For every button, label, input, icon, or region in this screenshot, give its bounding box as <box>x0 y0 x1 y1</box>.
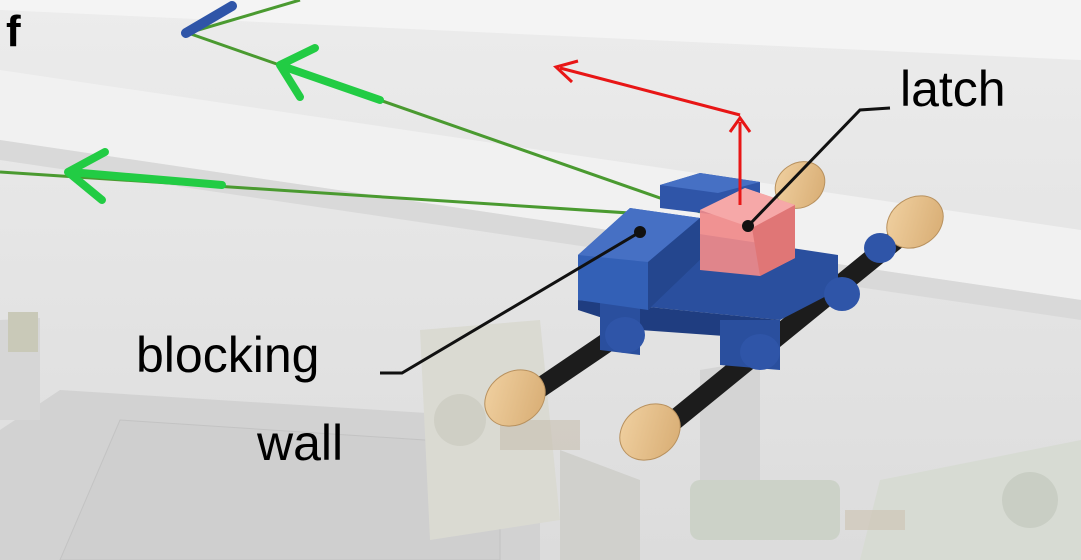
latch-label: latch <box>900 64 1006 114</box>
blocking-wall-label-line2: wall <box>257 418 343 468</box>
panel-letter: f <box>6 10 21 54</box>
blocking-wall-label-line1: blocking <box>136 330 319 380</box>
